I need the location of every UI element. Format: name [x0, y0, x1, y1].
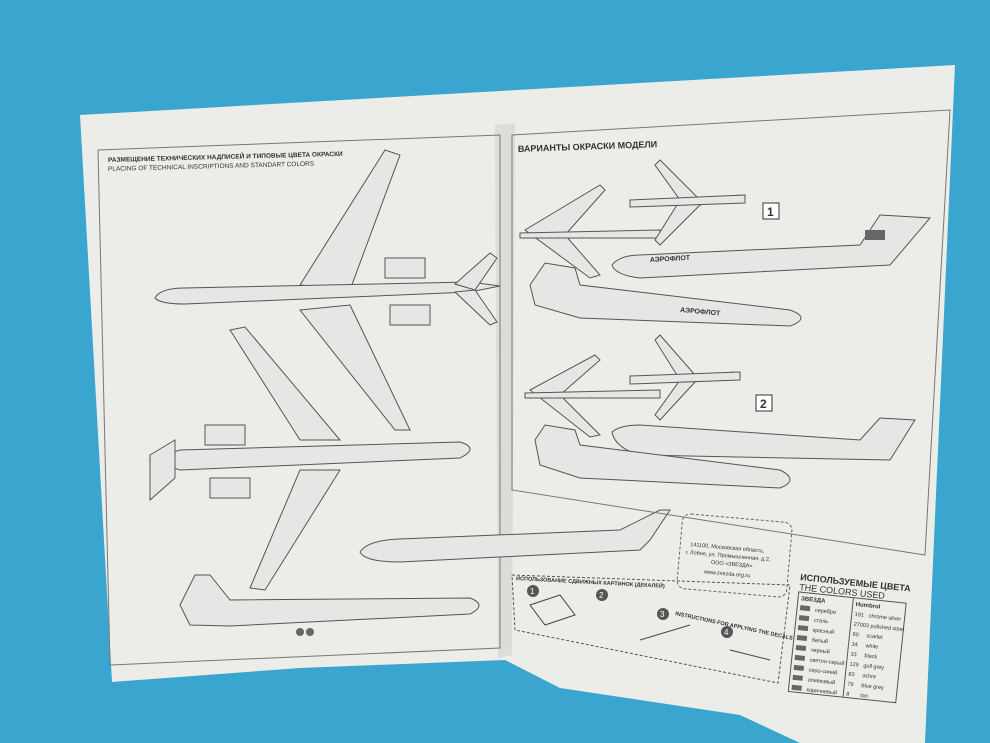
airline-label-2: АЭРОФЛОТ [680, 307, 721, 318]
svg-text:79: 79 [847, 682, 854, 689]
svg-text:8: 8 [846, 691, 850, 697]
svg-text:коричневый: коричневый [806, 686, 837, 696]
instruction-sheet [80, 65, 955, 743]
svg-text:Humbrol: Humbrol [855, 602, 880, 611]
variant-2-badge [755, 394, 773, 412]
aircraft-top-view [154, 149, 501, 431]
svg-text:белый: белый [811, 637, 828, 646]
svg-text:27003: 27003 [853, 622, 869, 630]
svg-text:191: 191 [854, 612, 864, 619]
variant-1-number: 1 [767, 205, 774, 219]
right-title-ru: ВАРИАНТЫ ОКРАСКИ МОДЕЛИ [518, 139, 658, 154]
svg-text:серебро: серебро [815, 608, 837, 616]
svg-text:3: 3 [660, 610, 665, 619]
svg-text:129: 129 [849, 662, 859, 669]
svg-text:серо-синий: серо-синий [808, 666, 837, 676]
svg-text:blue grey: blue grey [861, 683, 884, 691]
variant-1-badge [762, 202, 780, 220]
left-panel-frame [97, 134, 501, 666]
svg-text:1: 1 [530, 587, 535, 596]
aircraft-side-view-2 [179, 574, 480, 636]
airline-label-1: АЭРОФЛОТ [650, 255, 691, 264]
variant-2 [524, 334, 916, 489]
variant-1: АЭРОФЛОТ АЭРОФЛОТ [519, 159, 932, 327]
variant-2-number: 2 [760, 397, 767, 411]
svg-text:оливковый: оливковый [807, 676, 835, 686]
svg-text:34: 34 [851, 642, 858, 649]
aircraft-side-view-1 [359, 509, 671, 563]
svg-text:gull grey: gull grey [863, 663, 885, 671]
svg-text:chrome silver: chrome silver [868, 613, 901, 622]
svg-text:scarlet: scarlet [866, 633, 883, 641]
svg-text:polished steel: polished steel [870, 624, 904, 633]
svg-text:светло-серый: светло-серый [809, 656, 844, 667]
svg-text:33: 33 [850, 652, 857, 659]
svg-text:4: 4 [724, 628, 729, 637]
right-panel-frame [511, 109, 951, 556]
svg-text:60: 60 [852, 632, 859, 639]
svg-text:black: black [864, 653, 878, 660]
svg-text:ООО «ЗВЕЗДА»: ООО «ЗВЕЗДА» [711, 560, 753, 570]
svg-text:ЗВЕЗДА: ЗВЕЗДА [801, 596, 827, 605]
svg-text:ochre: ochre [862, 673, 876, 680]
svg-text:tan: tan [860, 693, 868, 700]
svg-text:красный: красный [812, 627, 834, 636]
svg-text:www.zvezda.org.ru: www.zvezda.org.ru [703, 569, 751, 579]
svg-text:черный: черный [810, 647, 830, 656]
svg-text:2: 2 [599, 591, 604, 600]
svg-text:white: white [864, 643, 878, 650]
svg-text:83: 83 [848, 672, 855, 679]
svg-text:сталь: сталь [814, 618, 829, 625]
aircraft-bottom-view [148, 326, 471, 591]
